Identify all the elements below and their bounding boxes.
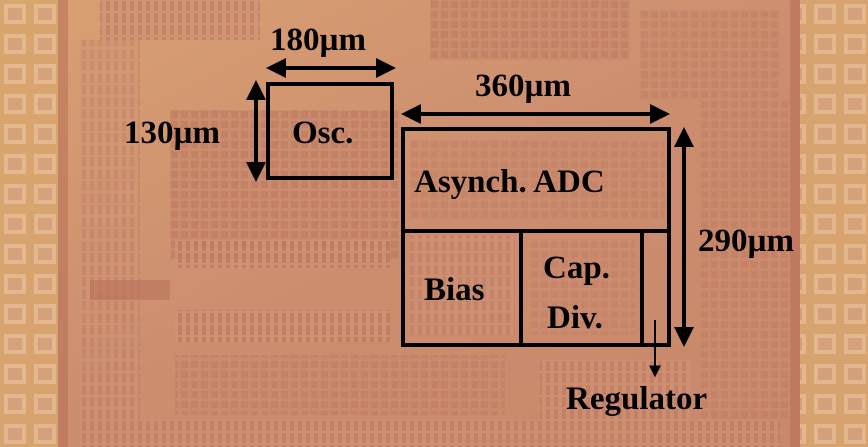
adc-label: Asynch. ADC	[414, 164, 605, 200]
oscillator-label: Osc.	[292, 115, 354, 151]
bias-label: Bias	[424, 272, 485, 308]
regulator-label: Regulator	[566, 381, 708, 417]
capdiv-label-line2: Div.	[547, 300, 603, 336]
adc-width-label: 360µm	[475, 68, 572, 104]
capdiv-label-line1: Cap.	[543, 250, 610, 286]
osc-height-label: 130µm	[124, 115, 221, 151]
osc-width-label: 180µm	[270, 22, 367, 58]
adc-height-label: 290µm	[698, 223, 795, 259]
oscillator-box	[266, 82, 394, 180]
